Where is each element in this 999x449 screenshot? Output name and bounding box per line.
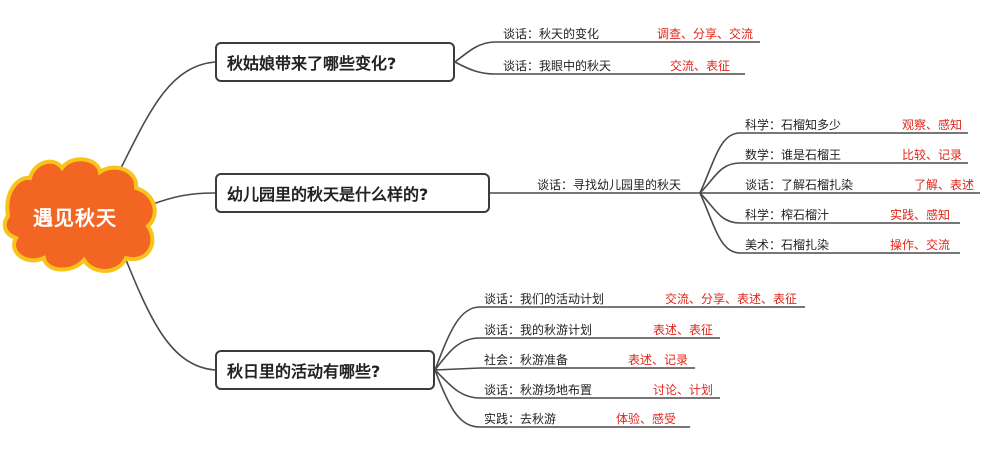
subtopic[interactable]: 谈话：了解石榴扎染 (745, 178, 854, 192)
link-middle-child-1 (699, 132, 741, 194)
subtopic[interactable]: 谈话：我们的活动计划 (484, 292, 605, 306)
topic-autumn-changes[interactable]: 秋姑娘带来了哪些变化? (215, 42, 455, 82)
subtopic-middle[interactable]: 谈话：寻找幼儿园里的秋天 (537, 178, 682, 192)
link-topic-3-child-4 (434, 369, 481, 399)
subtopic-tag: 讨论、计划 (653, 383, 714, 397)
subtopic-tag: 交流、分享、表述、表征 (665, 292, 798, 306)
link-topic-3-child-1 (434, 306, 481, 371)
topic-label: 秋日里的活动有哪些? (227, 362, 381, 381)
subtopic[interactable]: 美术：石榴扎染 (745, 238, 830, 252)
subtopic-tag: 体验、感受 (616, 412, 677, 426)
ginkgo-leaf-icon (2, 157, 157, 273)
subtopic[interactable]: 谈话：我的秋游计划 (484, 323, 593, 337)
subtopic-tag: 表述、记录 (628, 353, 689, 367)
subtopic-tag: 操作、交流 (890, 238, 951, 252)
subtopic[interactable]: 数学：谁是石榴王 (745, 148, 842, 162)
link-middle-child-4 (699, 192, 741, 224)
central-topic[interactable]: 遇见秋天 (0, 154, 170, 278)
subtopic-tag: 交流、表征 (670, 59, 731, 73)
link-topic-1-child-2 (454, 61, 496, 75)
subtopic-tag: 观察、感知 (902, 118, 963, 132)
subtopic-tag: 调查、分享、交流 (657, 27, 754, 41)
subtopic-tag: 了解、表述 (914, 178, 975, 192)
link-topic-3-child-5 (434, 369, 481, 428)
central-topic-label: 遇见秋天 (33, 205, 117, 230)
subtopic-tag: 比较、记录 (902, 148, 963, 162)
topic-autumn-activities[interactable]: 秋日里的活动有哪些? (215, 350, 435, 390)
subtopic[interactable]: 社会：秋游准备 (484, 353, 569, 367)
subtopic[interactable]: 科学：石榴知多少 (745, 118, 842, 132)
subtopic[interactable]: 谈话：秋游场地布置 (484, 383, 593, 397)
subtopic[interactable]: 谈话：秋天的变化 (503, 27, 600, 41)
link-central-topic-1 (119, 61, 216, 171)
subtopic[interactable]: 实践：去秋游 (484, 412, 557, 426)
subtopic[interactable]: 科学：榨石榴汁 (745, 208, 830, 222)
subtopic[interactable]: 谈话：我眼中的秋天 (503, 59, 612, 73)
link-central-topic-2 (149, 192, 216, 206)
link-middle-child-2 (699, 162, 741, 194)
link-topic-3-child-2 (434, 337, 481, 371)
topic-kindergarten-autumn[interactable]: 幼儿园里的秋天是什么样的? (215, 173, 490, 213)
topic-label: 秋姑娘带来了哪些变化? (227, 54, 397, 73)
link-central-topic-3 (119, 244, 216, 371)
topic-label: 幼儿园里的秋天是什么样的? (227, 185, 429, 204)
link-topic-1-child-1 (454, 41, 496, 63)
link-topic-3-child-3 (434, 367, 481, 371)
subtopic-tag: 实践、感知 (890, 208, 951, 222)
link-middle-child-5 (699, 192, 741, 254)
subtopic-tag: 表述、表征 (653, 323, 714, 337)
